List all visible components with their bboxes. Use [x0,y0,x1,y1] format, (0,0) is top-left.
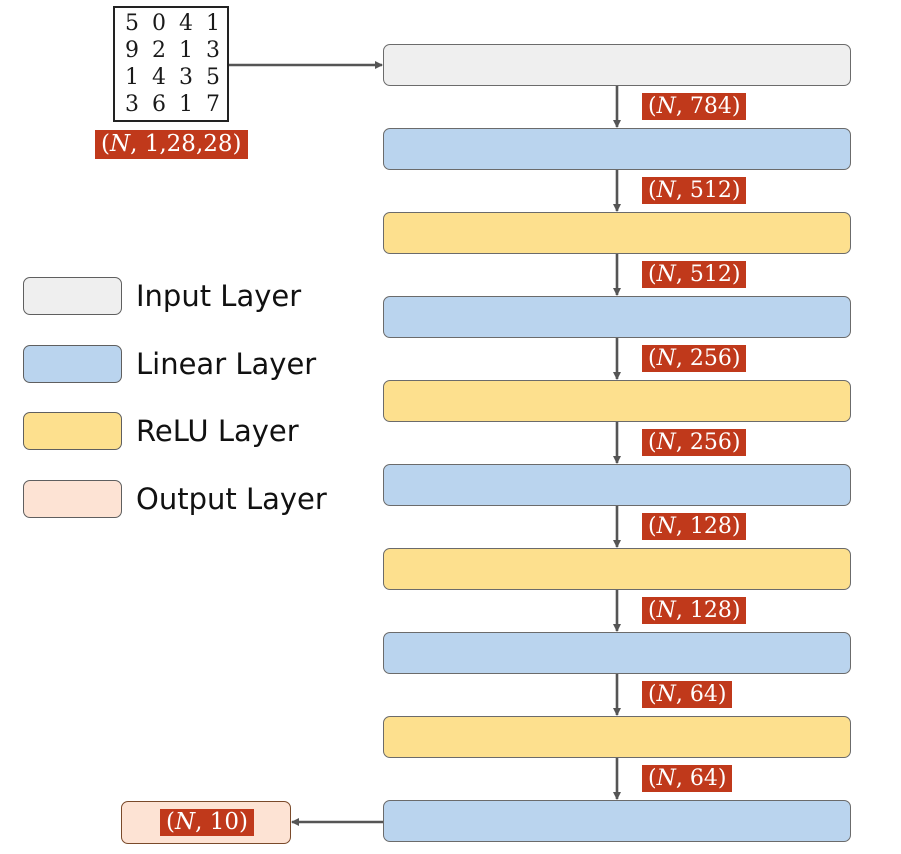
legend-label-output: Output Layer [136,482,327,516]
layer-box-linear [383,296,851,338]
edge-shape-label: (N, 64) [642,765,733,792]
edge-shape-label: (N, 64) [642,681,733,708]
shape-open: ( [648,346,657,371]
shape-rest: , 128) [675,514,741,539]
shape-rest: , 1,28,28) [130,131,242,157]
shape-rest: , 256) [675,430,741,455]
layer-box-relu [383,548,851,590]
output-shape-label: (N, 10) [160,809,254,836]
digit-glyph: 5 [125,11,139,36]
shape-var: N [656,262,676,287]
digit-glyph: 4 [179,11,193,36]
layer-box-relu [383,380,851,422]
edge-shape-label: (N, 128) [642,597,747,624]
shape-open: ( [166,809,175,835]
shape-var: N [656,430,676,455]
shape-rest: , 784) [675,94,741,119]
shape-open: ( [648,514,657,539]
shape-var: N [656,94,676,119]
layer-box-linear [383,464,851,506]
edge-shape-label: (N, 256) [642,429,747,456]
digit-glyph: 3 [206,38,220,63]
shape-open: ( [648,178,657,203]
digit-glyph: 1 [125,65,139,90]
digit-glyph: 2 [152,38,166,63]
shape-open: ( [648,94,657,119]
shape-var: N [656,682,676,707]
output-layer-box: (N, 10) [121,801,291,844]
shape-rest: , 10) [195,809,248,835]
digit-glyph: 3 [125,92,139,117]
digit-glyph: 4 [152,65,166,90]
shape-var: N [656,346,676,371]
layer-box-linear [383,632,851,674]
digit-glyph: 7 [206,92,220,117]
digit-glyph: 1 [206,11,220,36]
edge-shape-label: (N, 784) [642,93,747,120]
legend-swatch-output [23,480,122,518]
edge-shape-label: (N, 512) [642,177,747,204]
legend-label-input: Input Layer [136,279,302,313]
layer-box-relu [383,212,851,254]
shape-rest: , 64) [675,766,727,791]
shape-open: ( [101,131,110,157]
legend-label-relu: ReLU Layer [136,414,299,448]
shape-open: ( [648,598,657,623]
digit-glyph: 3 [179,65,193,90]
layer-box-linear [383,800,851,842]
legend-swatch-input [23,277,122,315]
digit-glyph: 1 [179,38,193,63]
shape-open: ( [648,766,657,791]
edge-shape-label: (N, 256) [642,345,747,372]
shape-open: ( [648,682,657,707]
digit-glyph: 6 [152,92,166,117]
shape-var: N [656,178,676,203]
layer-box-linear [383,128,851,170]
shape-var: N [656,514,676,539]
legend-label-linear: Linear Layer [136,347,317,381]
edge-shape-label: (N, 512) [642,261,747,288]
edge-shape-label: (N, 128) [642,513,747,540]
input-shape-label: (N, 1,28,28) [95,130,248,159]
shape-open: ( [648,430,657,455]
shape-var: N [656,766,676,791]
layer-box-input [383,44,851,86]
shape-rest: , 64) [675,682,727,707]
layer-box-relu [383,716,851,758]
shape-var: N [656,598,676,623]
shape-rest: , 512) [675,178,741,203]
digit-glyph: 1 [179,92,193,117]
shape-var: N [109,131,131,157]
shape-rest: , 512) [675,262,741,287]
shape-open: ( [648,262,657,287]
digit-glyph: 9 [125,38,139,63]
legend-swatch-relu [23,412,122,450]
shape-var: N [174,809,196,835]
digit-glyph: 5 [206,65,220,90]
shape-rest: , 128) [675,598,741,623]
shape-rest: , 256) [675,346,741,371]
digit-glyph: 0 [152,11,166,36]
legend-swatch-linear [23,345,122,383]
